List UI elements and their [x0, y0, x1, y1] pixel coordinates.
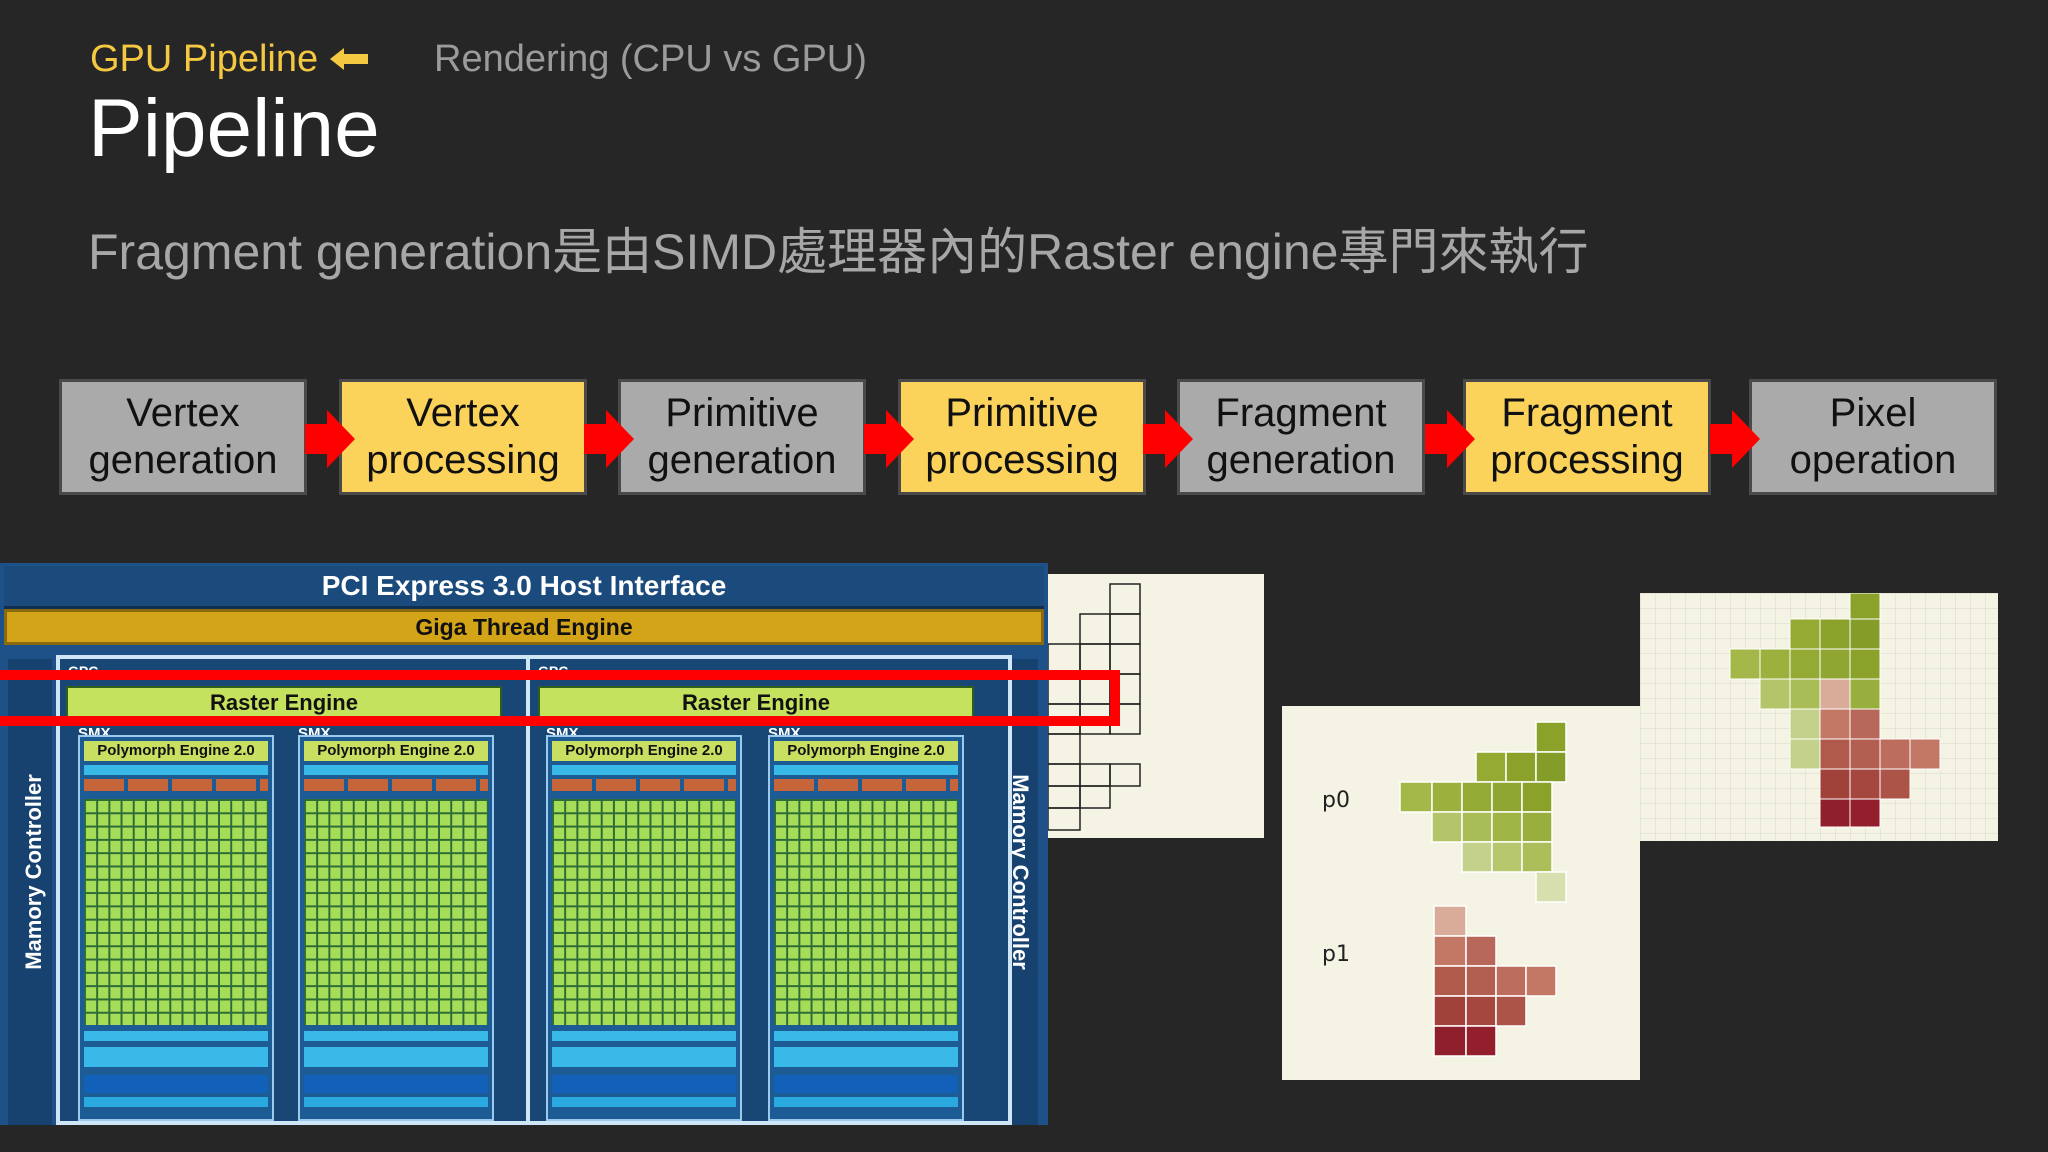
gpu-block-diagram: PCI Express 3.0 Host Interface Giga Thre…	[0, 563, 1048, 1125]
breadcrumb-active[interactable]: GPU Pipeline	[90, 38, 319, 80]
raster-engine-left: Raster Engine	[66, 686, 502, 720]
stage-line1: Vertex	[126, 391, 240, 435]
smx-bar	[552, 1075, 736, 1093]
smx-bar	[84, 1031, 268, 1041]
smx-scheduler-bar	[774, 779, 958, 791]
pci-express-interface: PCI Express 3.0 Host Interface	[4, 566, 1044, 609]
smx-scheduler-bar	[552, 779, 736, 791]
stage-line1: Pixel	[1829, 391, 1917, 435]
smx-unit: Polymorph Engine 2.0	[78, 735, 274, 1121]
fragment-panel: p0 p1	[1282, 706, 1640, 1080]
memory-controller-left: Mamory Controller	[8, 659, 52, 1125]
stage-line1: Fragment	[1501, 391, 1673, 435]
smx-cache-bar	[552, 765, 736, 775]
page-title: Pipeline	[88, 83, 380, 174]
page-subtitle: Fragment generation是由SIMD處理器內的Raster eng…	[88, 224, 1589, 280]
stage-line1: Primitive	[665, 391, 819, 435]
polymorph-engine: Polymorph Engine 2.0	[552, 741, 736, 761]
smx-core-grid	[84, 799, 268, 1025]
smx-bar	[84, 1047, 268, 1067]
pipeline-arrow-icon	[1143, 410, 1193, 468]
smx-unit: Polymorph Engine 2.0	[768, 735, 964, 1121]
pipeline-arrow-icon	[864, 410, 914, 468]
pipeline-arrow-icon	[1710, 410, 1760, 468]
polymorph-engine: Polymorph Engine 2.0	[774, 741, 958, 761]
smx-scheduler-bar	[84, 779, 268, 791]
smx-scheduler-bar	[304, 779, 488, 791]
smx-bar	[552, 1047, 736, 1067]
stage-line1: Vertex	[406, 391, 520, 435]
stage-line2: generation	[647, 438, 837, 482]
breadcrumb-next[interactable]: Rendering (CPU vs GPU)	[434, 38, 867, 80]
smx-bar	[304, 1047, 488, 1067]
polymorph-engine: Polymorph Engine 2.0	[304, 741, 488, 761]
stage-line1: Fragment	[1215, 391, 1387, 435]
stage-line2: generation	[1206, 438, 1396, 482]
stage-line1: Primitive	[945, 391, 1099, 435]
raster-grid-outline	[1047, 574, 1264, 838]
polymorph-engine: Polymorph Engine 2.0	[84, 741, 268, 761]
smx-bar	[774, 1047, 958, 1067]
smx-cache-bar	[774, 765, 958, 775]
memory-controller-label: Mamory Controller	[20, 774, 46, 970]
stage-line2: generation	[88, 438, 278, 482]
composited-raster-grid	[1640, 592, 1998, 841]
smx-bar	[774, 1097, 958, 1107]
smx-cache-bar	[84, 765, 268, 775]
stage-line2: processing	[1490, 438, 1684, 482]
smx-bar	[552, 1097, 736, 1107]
smx-bar	[552, 1031, 736, 1041]
giga-thread-engine: Giga Thread Engine	[4, 609, 1044, 645]
stage-line2: processing	[925, 438, 1119, 482]
smx-cache-bar	[304, 765, 488, 775]
left-arrow-icon	[330, 48, 368, 70]
smx-bar	[84, 1097, 268, 1107]
smx-bar	[304, 1075, 488, 1093]
stage-line2: operation	[1789, 438, 1957, 482]
pipeline-arrow-icon	[1425, 410, 1475, 468]
smx-bar	[774, 1075, 958, 1093]
smx-unit: Polymorph Engine 2.0	[546, 735, 742, 1121]
smx-bar	[84, 1075, 268, 1093]
smx-bar	[304, 1031, 488, 1041]
composited-raster-grid-graphic	[1640, 592, 1998, 841]
smx-core-grid	[304, 799, 488, 1025]
smx-bar	[304, 1097, 488, 1107]
raster-engine-highlight	[0, 670, 1120, 726]
pipeline-arrow-icon	[305, 410, 355, 468]
smx-core-grid	[552, 799, 736, 1025]
smx-core-grid	[774, 799, 958, 1025]
smx-bar	[774, 1031, 958, 1041]
fragment-label-p0: p0	[1322, 788, 1350, 813]
pipeline-arrow-icon	[584, 410, 634, 468]
fragment-grids	[1399, 721, 1567, 1057]
fragment-label-p1: p1	[1322, 942, 1350, 967]
stage-line2: processing	[366, 438, 560, 482]
smx-unit: Polymorph Engine 2.0	[298, 735, 494, 1121]
